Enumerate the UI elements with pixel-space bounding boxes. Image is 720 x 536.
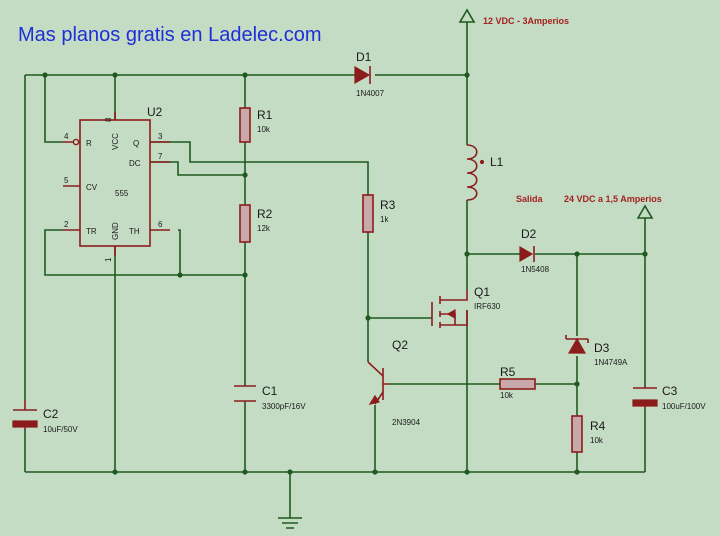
r4-resistor	[571, 415, 583, 453]
reset-inverter-bubble	[72, 138, 80, 146]
r3-resistor	[362, 194, 374, 233]
page-title: Mas planos gratis en Ladelec.com	[18, 24, 322, 46]
u2-pin-vcc: VCC	[111, 133, 120, 150]
power-in-arrow-icon	[458, 8, 476, 23]
d3-value: 1N4749A	[594, 358, 628, 367]
u2-pin-cv: CV	[86, 183, 98, 192]
r4-ref: R4	[590, 419, 606, 433]
u2-pinnum-gnd: 1	[104, 257, 113, 262]
u2-pin-th: TH	[129, 227, 140, 236]
l1-polarity-dot	[479, 159, 485, 165]
u2-part-label: 555	[115, 189, 129, 198]
r2-ref: R2	[257, 207, 273, 221]
d3-ref: D3	[594, 341, 610, 355]
u2-pin-gnd: GND	[111, 222, 120, 240]
d2-ref: D2	[521, 227, 537, 241]
c3-value: 100uF/100V	[662, 402, 706, 411]
u2-pin-q: Q	[133, 139, 139, 148]
d1-diode	[354, 65, 371, 85]
l1-inductor	[466, 144, 478, 201]
r4-value: 10k	[590, 436, 604, 445]
u2-pinnum-cv: 5	[64, 176, 69, 185]
q2-ref: Q2	[392, 338, 408, 352]
r1-resistor	[239, 107, 251, 143]
d1-value: 1N4007	[356, 89, 385, 98]
q1-mosfet	[431, 290, 468, 328]
r5-ref: R5	[500, 365, 516, 379]
r3-ref: R3	[380, 198, 396, 212]
d1-ref: D1	[356, 50, 372, 64]
u2-pinnum-q: 3	[158, 132, 163, 141]
u2-555-timer	[63, 112, 170, 256]
c3-electrolytic-capacitor	[632, 386, 658, 408]
u2-pinnum-r: 4	[64, 132, 69, 141]
wires	[24, 22, 646, 518]
r5-value: 10k	[500, 391, 514, 400]
u2-pinnum-th: 6	[158, 220, 163, 229]
r2-value: 12k	[257, 224, 271, 233]
ground-icon	[278, 517, 302, 529]
output-voltage-label: 24 VDC a 1,5 Amperios	[564, 194, 662, 204]
r3-value: 1k	[380, 215, 389, 224]
l1-ref: L1	[490, 155, 504, 169]
d2-value: 1N5408	[521, 265, 550, 274]
u2-ref: U2	[147, 105, 163, 119]
u2-pin-dc: DC	[129, 159, 141, 168]
d2-diode	[519, 245, 535, 263]
q2-npn-transistor	[367, 361, 390, 405]
d3-zener-diode	[565, 335, 589, 354]
q1-value: IRF630	[474, 302, 501, 311]
c1-capacitor	[234, 385, 256, 402]
q2-value: 2N3904	[392, 418, 421, 427]
u2-pin-r: R	[86, 139, 92, 148]
r1-value: 10k	[257, 125, 271, 134]
c2-value: 10uF/50V	[43, 425, 78, 434]
u2-pinnum-dc: 7	[158, 152, 163, 161]
c1-ref: C1	[262, 384, 278, 398]
q1-ref: Q1	[474, 285, 490, 299]
r5-resistor	[499, 378, 536, 390]
power-out-arrow-icon	[636, 204, 654, 219]
c2-electrolytic-capacitor	[12, 400, 38, 430]
output-salida-label: Salida	[516, 194, 544, 204]
r2-resistor	[239, 204, 251, 243]
junctions	[42, 72, 648, 475]
c1-value: 3300pF/16V	[262, 402, 306, 411]
u2-pinnum-vcc: 8	[104, 117, 113, 122]
c3-ref: C3	[662, 384, 678, 398]
input-voltage-label: 12 VDC - 3Amperios	[483, 16, 569, 26]
c2-ref: C2	[43, 407, 59, 421]
u2-pinnum-tr: 2	[64, 220, 69, 229]
u2-pin-tr: TR	[86, 227, 97, 236]
r1-ref: R1	[257, 108, 273, 122]
